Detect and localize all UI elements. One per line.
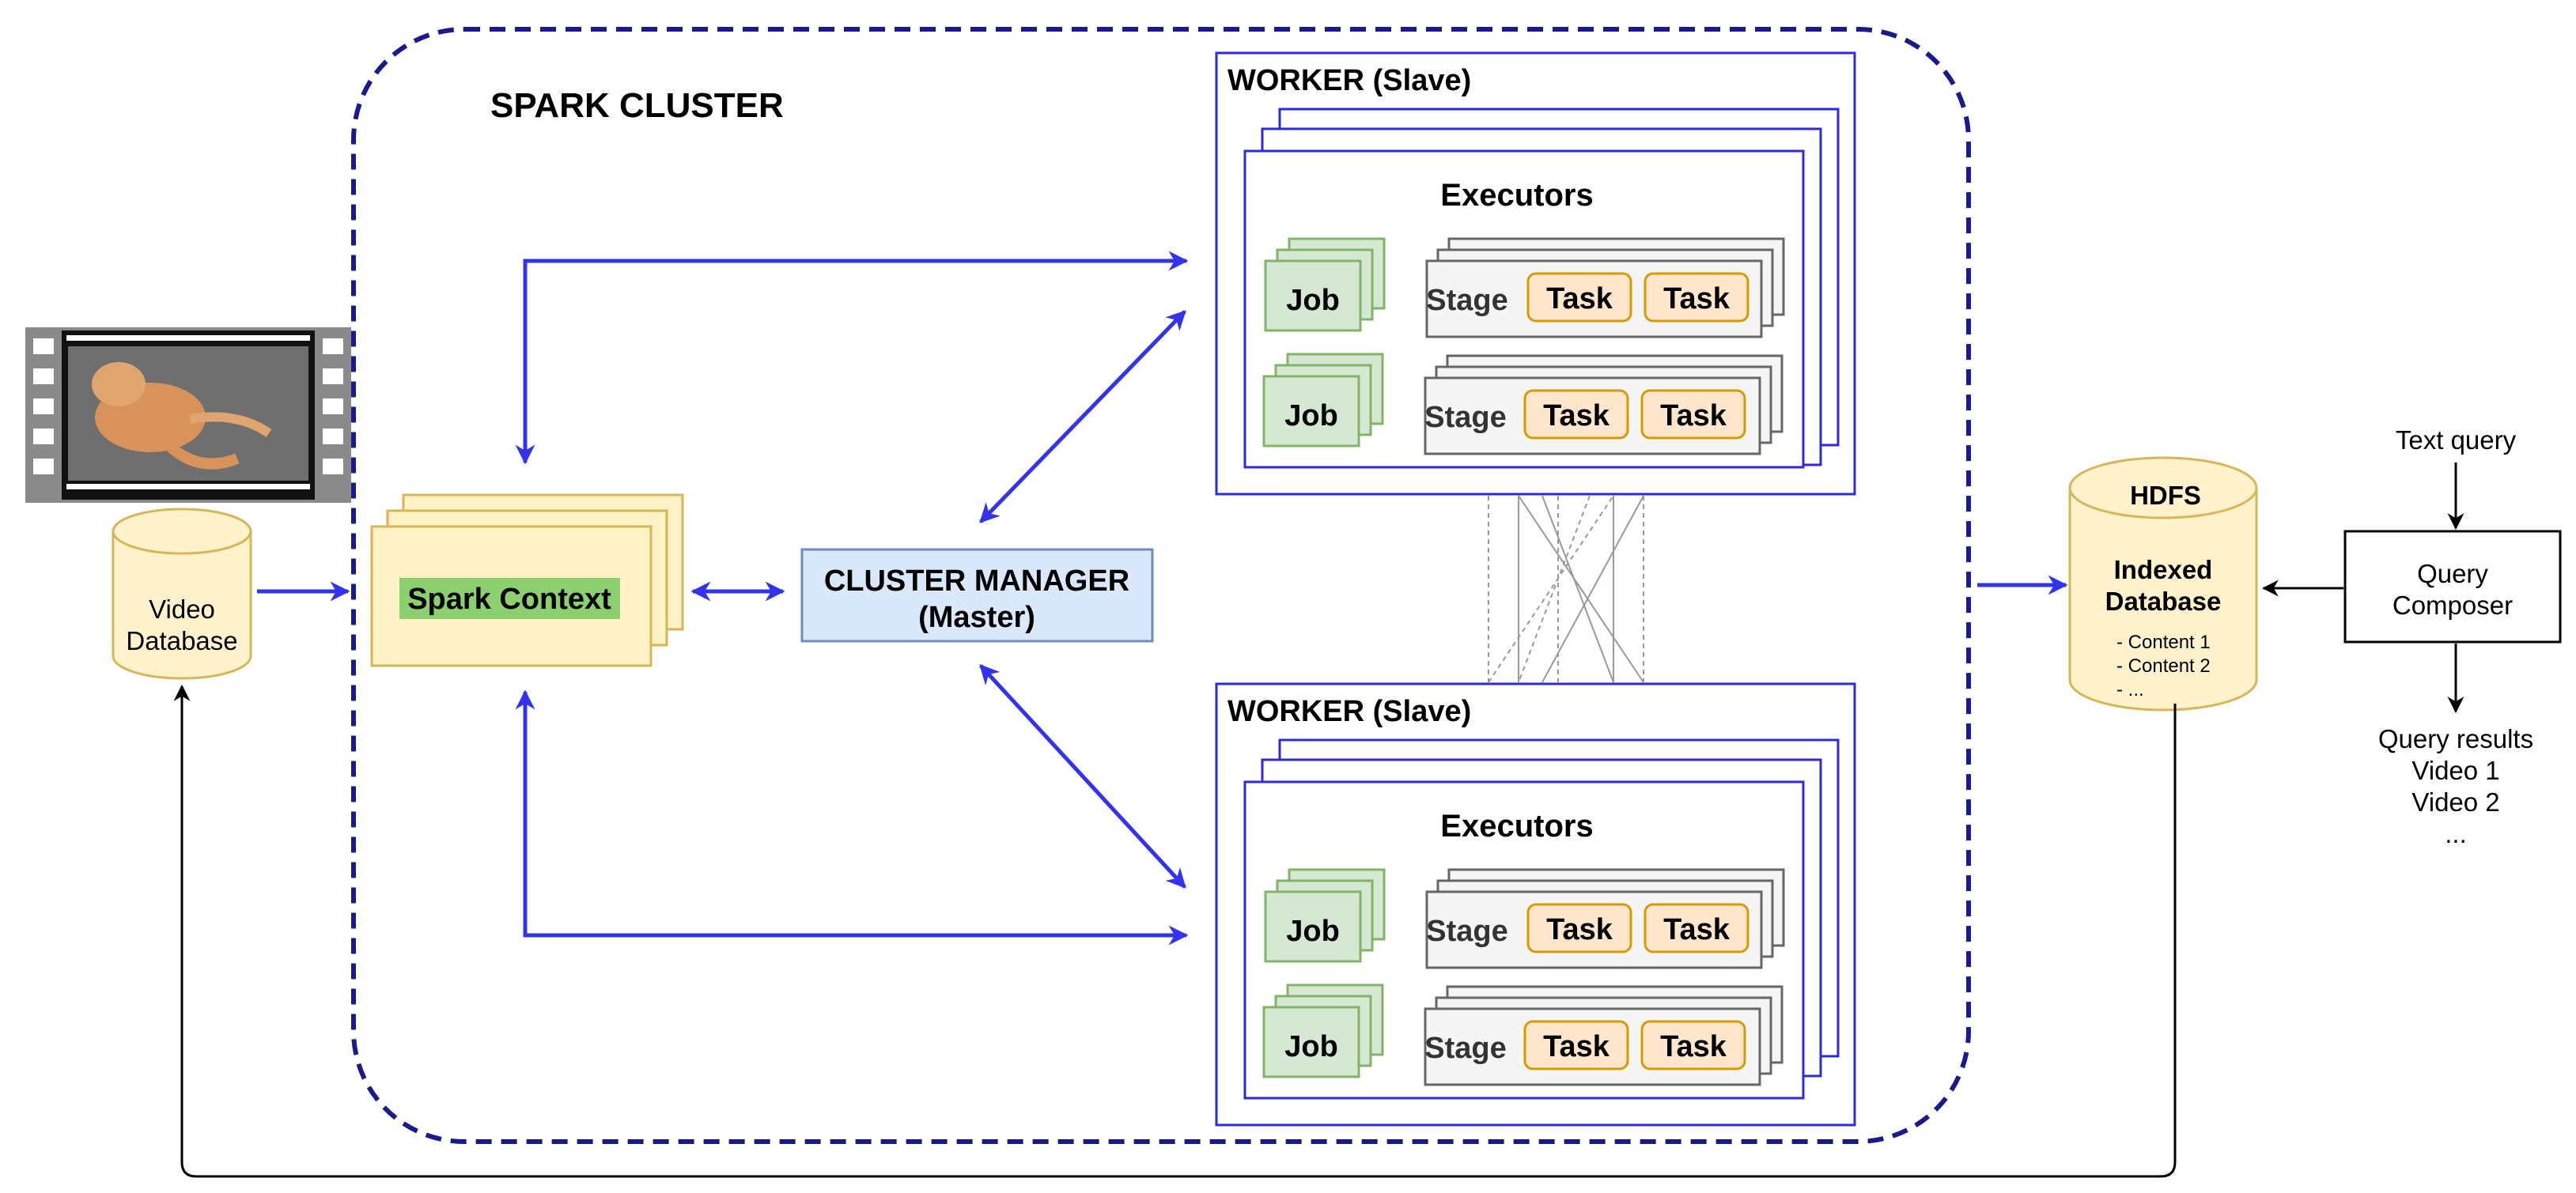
query-composer-label-line1: Query (2417, 559, 2488, 588)
worker-1-executors-label: Executors (1440, 178, 1593, 213)
worker-1-title: WORKER (Slave) (1227, 64, 1471, 97)
cluster-manager-box: CLUSTER MANAGER (Master) (800, 548, 1154, 643)
worker-2: WORKER (Slave) Executors Job Stage Task … (1215, 682, 1856, 1127)
hdfs-item-1: - Content 1 (2116, 632, 2211, 653)
video-database-label-line2: Database (126, 626, 237, 655)
worker-2-task-1a-label: Task (1546, 913, 1613, 946)
worker-2-title: WORKER (Slave) (1227, 695, 1471, 728)
worker-1-task-2a (1523, 389, 1629, 440)
worker-1-task-2b-label: Task (1660, 399, 1727, 432)
query-results-title: Query results (2378, 724, 2533, 753)
arrow-context-worker1 (515, 251, 1189, 465)
worker-1-job-1-label: Job (1286, 284, 1340, 317)
worker-1-task-2a-label: Task (1543, 399, 1610, 432)
arrow-manager-worker1 (979, 310, 1186, 523)
hdfs-item-2: - Content 2 (2116, 655, 2211, 677)
arrow-manager-worker2 (979, 664, 1186, 889)
spark-context-box: Spark Context (370, 493, 684, 667)
query-results-item-3: ... (2445, 819, 2467, 848)
worker-shuffle-connections (1488, 495, 1644, 683)
worker-1-task-1a (1526, 272, 1632, 323)
hdfs-label-line1: Indexed (2114, 555, 2213, 584)
cluster-manager-label-line2: (Master) (918, 601, 1035, 634)
cluster-arrows (257, 251, 2068, 946)
hdfs-item-3: - ... (2116, 679, 2144, 700)
spark-context-label: Spark Context (407, 583, 611, 616)
query-composer-label-line2: Composer (2393, 591, 2513, 620)
worker-2-task-1a (1526, 903, 1632, 953)
worker-1-job-2-label: Job (1284, 399, 1338, 432)
worker-2-task-2a (1523, 1020, 1629, 1070)
worker-1-task-1b (1644, 272, 1749, 323)
worker-1-task-1b-label: Task (1663, 282, 1731, 315)
worker-2-job-1 (1264, 890, 1362, 963)
worker-1-job-1 (1264, 259, 1362, 332)
text-query-label: Text query (2396, 425, 2517, 455)
worker-2-executors-label: Executors (1440, 809, 1593, 844)
worker-2-task-2a-label: Task (1543, 1030, 1610, 1063)
worker-2-stage-2-label: Stage (1424, 1032, 1506, 1065)
worker-1-job-2 (1262, 375, 1360, 447)
query-composer-box (2343, 530, 2562, 644)
video-database-cylinder: Video Database (112, 508, 252, 680)
worker-2-task-1b-label: Task (1663, 913, 1731, 946)
worker-1-task-1a-label: Task (1546, 282, 1613, 315)
spark-cluster-title: SPARK CLUSTER (490, 86, 784, 125)
arrow-hdfs-to-videodb (173, 684, 2177, 1178)
video-film-icon (25, 327, 351, 503)
worker-2-job-2 (1262, 1006, 1360, 1078)
hdfs-database-cylinder: HDFS Indexed Database - Content 1 - Cont… (2068, 456, 2258, 712)
hdfs-title: HDFS (2130, 481, 2201, 510)
worker-2-task-1b (1644, 903, 1749, 953)
query-results-item-2: Video 2 (2411, 787, 2499, 817)
cluster-manager-label-line1: CLUSTER MANAGER (824, 564, 1129, 598)
worker-1-task-2b (1640, 389, 1746, 440)
worker-1: WORKER (Slave) Executors Job Stage Task … (1215, 51, 1856, 496)
arrow-context-worker2 (515, 689, 1189, 946)
query-results-item-1: Video 1 (2411, 756, 2499, 785)
worker-2-job-1-label: Job (1286, 915, 1340, 948)
hdfs-label-line2: Database (2105, 587, 2222, 616)
video-database-label-line1: Video (149, 595, 215, 624)
worker-2-task-2b-label: Task (1660, 1030, 1727, 1063)
worker-1-stage-1-label: Stage (1426, 284, 1507, 317)
spark-context-highlight (399, 578, 620, 619)
worker-2-job-2-label: Job (1284, 1030, 1338, 1063)
worker-1-stage-2-label: Stage (1424, 401, 1506, 434)
worker-2-task-2b (1640, 1020, 1746, 1070)
spark-cluster-boundary (351, 27, 1971, 1144)
worker-2-stage-1-label: Stage (1426, 915, 1507, 948)
